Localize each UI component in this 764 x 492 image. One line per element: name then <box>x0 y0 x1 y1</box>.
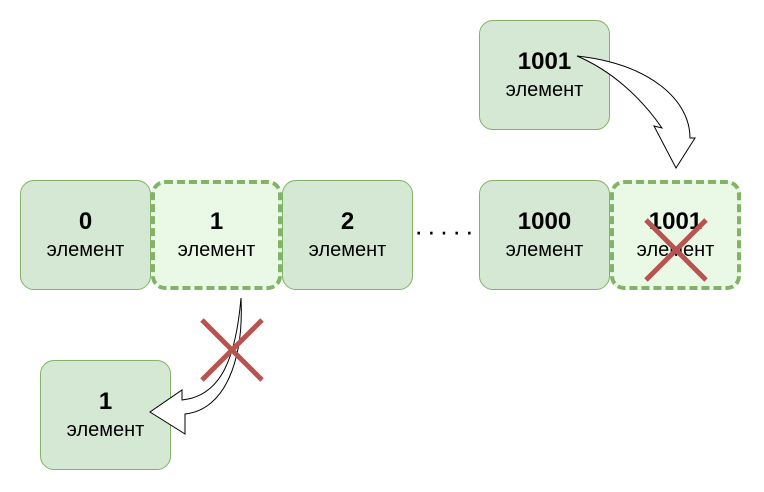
element-box-1001-new: 1001 элемент <box>479 20 610 130</box>
element-number: 0 <box>78 208 93 235</box>
element-box-0: 0 элемент <box>20 180 151 290</box>
element-number: 1001 <box>517 48 572 75</box>
element-number: 2 <box>340 208 355 235</box>
element-box-1-highlighted: 1 элемент <box>151 180 282 290</box>
element-label: элемент <box>505 239 584 261</box>
element-label: элемент <box>308 239 387 261</box>
element-label: элемент <box>66 419 145 441</box>
element-label: элемент <box>505 79 584 101</box>
element-number: 1 <box>209 208 224 235</box>
element-number: 1 <box>98 388 113 415</box>
element-box-1000: 1000 элемент <box>479 180 610 290</box>
element-label: элемент <box>46 239 125 261</box>
ellipsis-dots: ····· <box>414 216 478 246</box>
element-label: элемент <box>177 239 256 261</box>
curved-arrow-insert <box>576 55 696 169</box>
curved-arrow-remove <box>149 297 242 435</box>
cross-icon <box>200 318 264 382</box>
cross-icon <box>644 218 708 282</box>
element-box-2: 2 элемент <box>282 180 413 290</box>
element-number: 1000 <box>517 208 572 235</box>
element-box-1001-highlighted: 1001 элемент <box>610 180 741 290</box>
element-box-1-removed: 1 элемент <box>40 360 171 470</box>
